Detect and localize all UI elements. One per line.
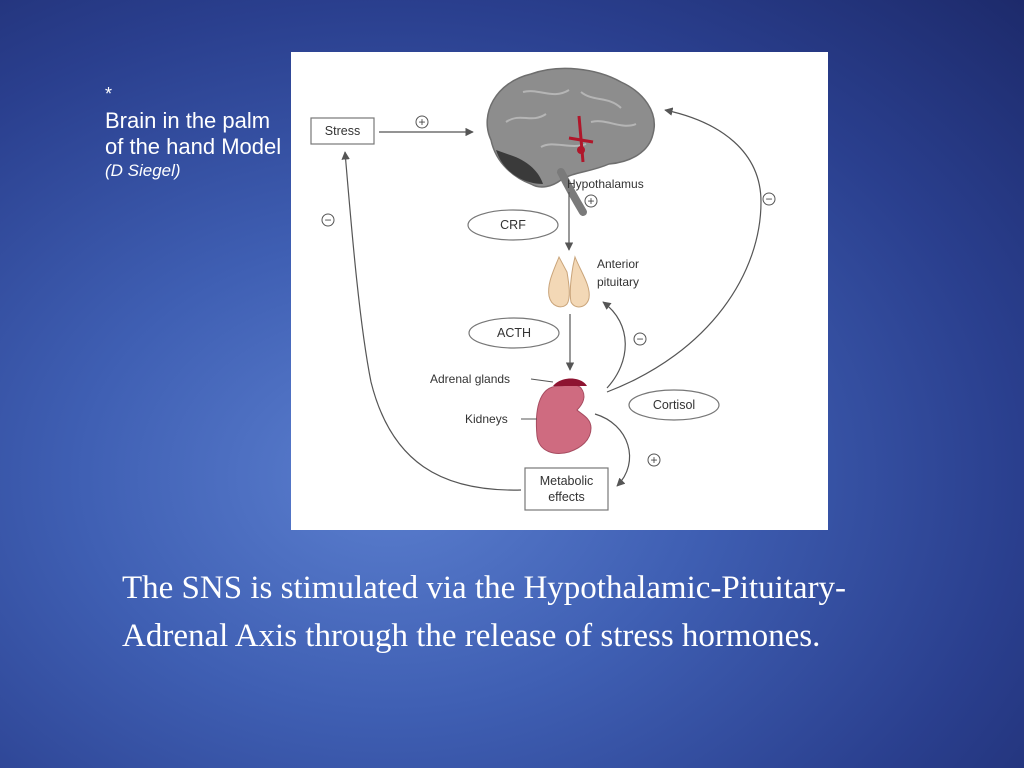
minus-sign — [321, 213, 335, 227]
svg-text:+: + — [418, 115, 425, 129]
svg-text:+: + — [587, 194, 594, 208]
caption-text: The SNS is stimulated via the Hypothalam… — [122, 570, 847, 654]
acth-ellipse — [468, 317, 560, 349]
model-title: Brain in the palm of the hand Model — [105, 108, 282, 159]
plus-sign — [415, 115, 429, 129]
svg-text:pituitary: pituitary — [597, 275, 639, 289]
asterisk: * — [105, 84, 113, 104]
plus-sign — [584, 194, 598, 208]
cortisol-to-metabolic-arrow — [594, 413, 631, 487]
cortisol-to-brain-arrow — [606, 107, 762, 393]
metabolic-effects-box — [524, 467, 609, 511]
crf-label: CRF — [500, 218, 526, 232]
stress-label: Stress — [325, 124, 360, 138]
brain-illustration — [486, 67, 655, 216]
plus-sign — [647, 453, 661, 467]
minus-sign — [762, 192, 776, 206]
hypothalamus-label: Hypothalamus — [567, 177, 644, 191]
kidney-illustration — [535, 378, 592, 454]
adrenal-pointer — [530, 378, 554, 383]
metabolic-label: Metabolic — [540, 474, 594, 488]
minus-sign — [633, 332, 647, 346]
side-note: * Brain in the palm of the hand Model (D… — [105, 84, 285, 182]
hpa-axis-diagram: Stress + Hypothalamus + CRF Anterior pit… — [291, 52, 828, 530]
svg-text:−: − — [324, 213, 331, 227]
credit: (D Siegel) — [105, 161, 181, 180]
cortisol-label: Cortisol — [653, 398, 695, 412]
metabolic-to-stress-arrow — [341, 151, 522, 491]
adrenal-glands-label: Adrenal glands — [430, 372, 510, 386]
cortisol-to-pituitary-arrow — [602, 301, 626, 389]
crf-ellipse — [467, 209, 559, 241]
cortisol-ellipse — [628, 389, 720, 421]
diagram-svg: Stress + Hypothalamus + CRF Anterior pit… — [310, 67, 776, 511]
svg-text:−: − — [765, 192, 772, 206]
svg-text:effects: effects — [548, 490, 585, 504]
pituitary-illustration — [548, 255, 590, 308]
stress-box — [310, 117, 375, 145]
svg-text:+: + — [650, 453, 657, 467]
kidneys-label: Kidneys — [465, 412, 508, 426]
svg-text:−: − — [636, 332, 643, 346]
anterior-pituitary-label: Anterior — [597, 257, 639, 271]
acth-label: ACTH — [497, 326, 531, 340]
